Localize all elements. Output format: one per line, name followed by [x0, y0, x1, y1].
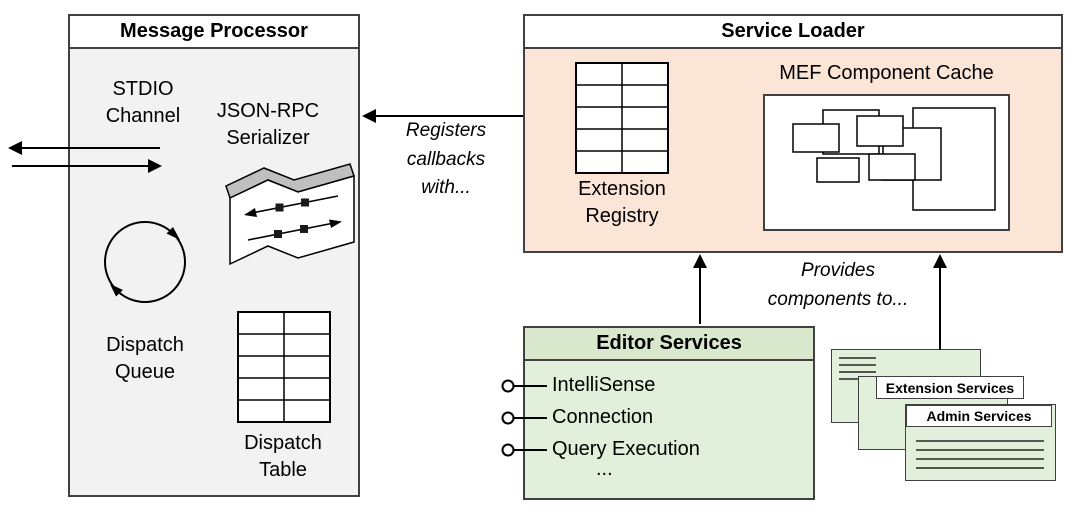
dispatch-table-icon: [237, 311, 331, 423]
editor-service-item-intellisense: IntelliSense: [552, 374, 656, 396]
editor-services-box: Editor Services: [523, 326, 815, 500]
card-text-lines: [916, 440, 1044, 469]
editor-services-arrow: [693, 254, 707, 324]
mef-components-graphic: [792, 107, 996, 211]
message-processor-header: Message Processor: [70, 16, 358, 49]
registers-callbacks-annotation: Registers callbacks with...: [405, 120, 487, 198]
editor-services-title: Editor Services: [596, 332, 742, 354]
message-processor-box: Message Processor: [68, 14, 360, 497]
editor-service-item-query-execution: Query Execution: [552, 438, 700, 460]
provides-components-annotation: Provides components to...: [767, 260, 909, 310]
editor-services-header: Editor Services: [525, 328, 813, 361]
extension-services-card-title: Extension Services: [885, 379, 1015, 396]
extension-services-card-label: Extension Services: [876, 376, 1024, 399]
service-loader-title: Service Loader: [721, 20, 865, 42]
dispatch-queue-label: Dispatch Queue: [106, 334, 184, 383]
service-loader-header: Service Loader: [525, 16, 1061, 49]
dispatch-queue-cycle-icon: [104, 221, 186, 303]
message-processor-title: Message Processor: [120, 20, 308, 42]
extension-registry-label: Extension Registry: [578, 178, 666, 227]
card-text-lines: [839, 357, 876, 380]
mef-component-cache-label: MEF Component Cache: [779, 62, 994, 84]
admin-services-card-title: Admin Services: [926, 408, 1032, 424]
json-rpc-serializer-label: JSON-RPC Serializer: [216, 100, 320, 149]
editor-service-item-connection: Connection: [552, 406, 654, 428]
editor-service-item-ellipsis: ...: [596, 458, 613, 480]
dispatch-table-label: Dispatch Table: [244, 432, 322, 481]
mef-component-cache-box: [763, 94, 1010, 231]
admin-services-card-label: Admin Services: [906, 405, 1052, 427]
extension-registry-icon: [575, 62, 669, 174]
json-rpc-serializer-icon: [225, 163, 355, 266]
stdio-channel-label: STDIO Channel: [105, 78, 181, 127]
